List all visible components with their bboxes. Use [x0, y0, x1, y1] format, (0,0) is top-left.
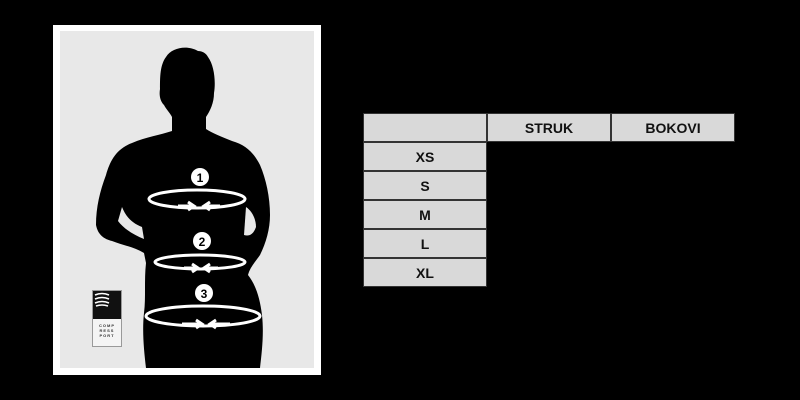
size-row-s: S [363, 171, 487, 200]
size-row-l: L [363, 229, 487, 258]
size-row-xl: XL [363, 258, 487, 287]
logo-line-2: RESS [99, 328, 115, 333]
header-bokovi: BOKOVI [611, 113, 735, 142]
svg-text:1: 1 [197, 171, 204, 185]
measurement-figure: 1 2 3 COMP RESS PORT [60, 31, 314, 368]
logo-line-1: COMP [99, 323, 115, 328]
body-silhouette-icon: 1 2 3 [96, 47, 270, 368]
svg-text:3: 3 [201, 287, 208, 301]
logo-line-3: PORT [99, 333, 115, 338]
header-corner [363, 113, 487, 142]
measurement-figure-frame: 1 2 3 COMP RESS PORT [53, 25, 321, 375]
header-struk: STRUK [487, 113, 611, 142]
brand-logo: COMP RESS PORT [92, 290, 122, 347]
size-row-m: M [363, 200, 487, 229]
size-row-xs: XS [363, 142, 487, 171]
svg-text:2: 2 [199, 235, 206, 249]
spring-logo-icon [93, 291, 121, 319]
